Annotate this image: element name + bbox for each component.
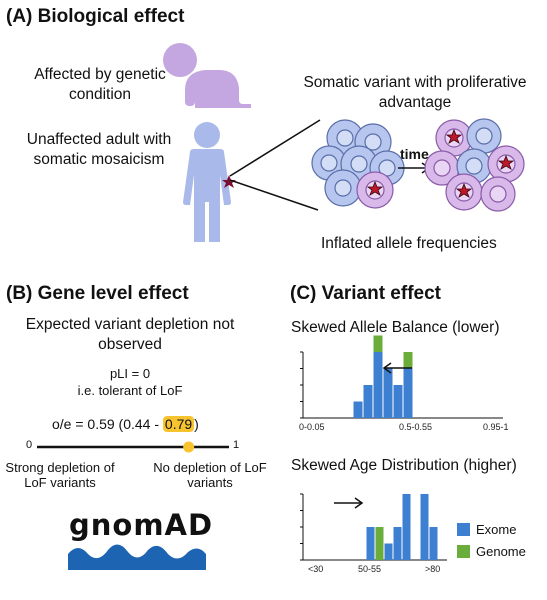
ab-tick-0: 0-0.05	[299, 422, 325, 432]
gnomad-logo-waves	[68, 544, 206, 570]
strong-depletion-label: Strong depletion of LoF variants	[5, 460, 115, 490]
ab-tick-2: 0.95-1	[483, 422, 509, 432]
oe-prefix: o/e = 0.59 (0.44 -	[52, 416, 163, 432]
exome-bar	[393, 527, 402, 560]
allele-balance-title: Skewed Allele Balance (lower)	[291, 319, 500, 336]
arrow-left-icon	[382, 362, 412, 374]
age-distribution-title: Skewed Age Distribution (higher)	[291, 457, 517, 474]
adult-person-icon	[183, 122, 236, 242]
time-label: time	[400, 146, 429, 162]
affected-label: Affected by genetic condition	[34, 66, 166, 103]
oe-suffix: )	[194, 416, 199, 432]
oe-marker	[183, 441, 195, 453]
scale-max-label: 1	[233, 439, 240, 451]
cell-cluster-icon	[311, 119, 405, 209]
inflated-label: Inflated allele frequencies	[321, 235, 497, 252]
exome-bar	[402, 494, 411, 560]
age-tick-1: 50-55	[358, 564, 382, 574]
panel-a-title: (A) Biological effect	[6, 6, 185, 27]
age-tick-0: <30	[308, 564, 324, 574]
exome-bar	[429, 527, 438, 560]
exome-bar	[403, 368, 413, 418]
panel-b-title: (B) Gene level effect	[6, 283, 189, 304]
genome-bar	[375, 527, 384, 560]
exome-bar	[353, 401, 363, 418]
legend-genome: Genome	[457, 544, 526, 559]
exome-bar	[384, 543, 393, 560]
gnomad-logo-text: gnomAD	[69, 508, 214, 542]
no-depletion-label: No depletion of LoF variants	[153, 460, 267, 490]
somatic-label: Somatic variant with proliferative advan…	[303, 74, 527, 111]
ab-tick-1: 0.5-0.55	[399, 422, 433, 432]
exome-bar	[383, 368, 393, 418]
legend-genome-swatch	[457, 545, 470, 558]
exome-bar	[420, 494, 429, 560]
genome-bar	[373, 335, 383, 352]
tolerant-label: i.e. tolerant of LoF	[77, 383, 183, 398]
mutant-cell-cluster-icon	[424, 118, 525, 212]
exome-bar	[373, 352, 383, 418]
legend-exome: Exome	[457, 522, 516, 537]
expected-label: Expected variant depletion not observed	[25, 316, 235, 353]
scale-min-label: 0	[26, 439, 33, 451]
legend-genome-label: Genome	[476, 544, 526, 559]
genome-bar	[403, 352, 413, 369]
arrow-right-icon	[334, 497, 364, 509]
mosaic-mark-icon	[222, 175, 236, 188]
exome-bar	[366, 527, 375, 560]
panel-c-title: (C) Variant effect	[290, 283, 441, 304]
oe-upper-bound: 0.79	[162, 416, 195, 432]
oe-statement: o/e = 0.59 (0.44 - 0.79)	[52, 416, 199, 432]
age-tick-2: >80	[425, 564, 441, 574]
pli-label: pLI = 0	[109, 366, 151, 381]
legend-exome-swatch	[457, 523, 470, 536]
exome-bar	[363, 385, 373, 418]
legend-exome-label: Exome	[476, 522, 517, 537]
unaffected-label: Unaffected adult with somatic mosaicism	[26, 131, 172, 168]
crawling-baby-icon	[163, 43, 251, 108]
exome-bar	[393, 385, 403, 418]
